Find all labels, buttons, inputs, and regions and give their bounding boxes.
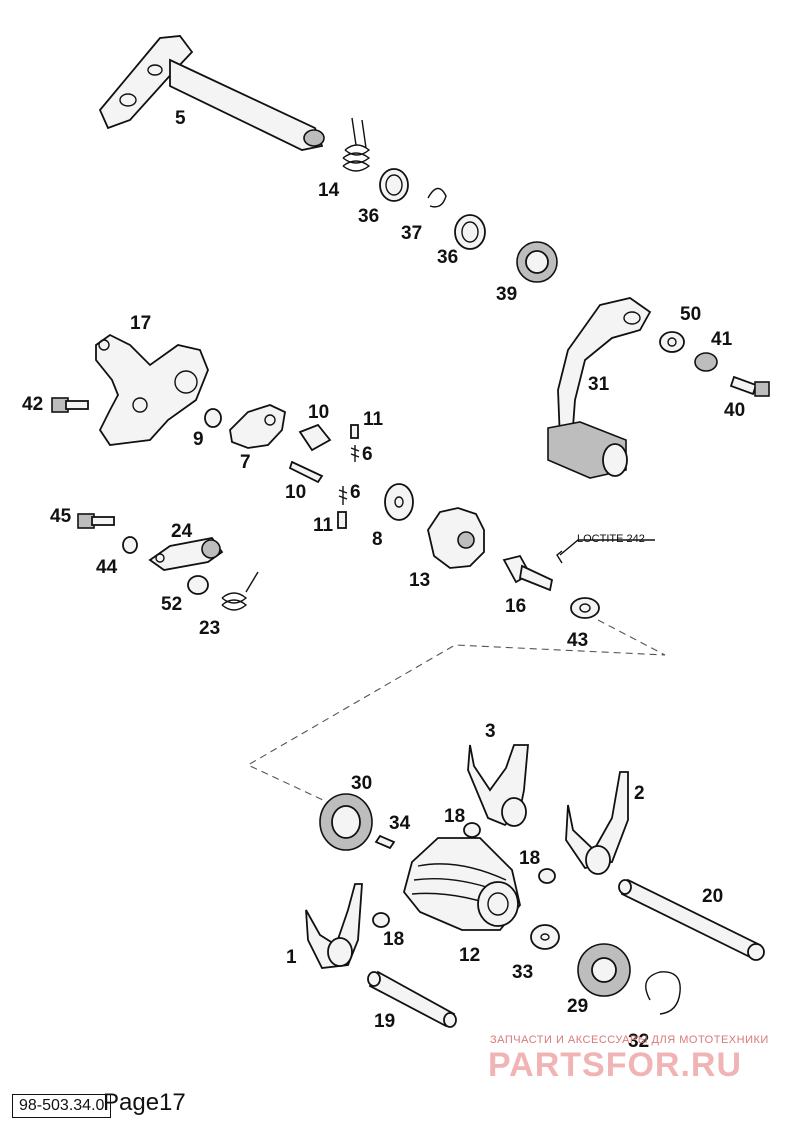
part-18-roller-a: [463, 822, 481, 838]
label-10-2: 10: [285, 482, 306, 503]
label-16: 16: [505, 596, 526, 617]
part-16-shoulder-bolt: [502, 550, 563, 592]
label-2: 2: [634, 783, 645, 804]
part-1-shift-fork: [305, 883, 363, 969]
part-10-pin-block: [298, 423, 332, 452]
label-36-2: 36: [437, 247, 458, 268]
part-24-locking-lever: [148, 537, 224, 571]
part-3-shift-fork: [467, 744, 529, 827]
part-44-washer: [122, 536, 138, 554]
label-45: 45: [50, 506, 72, 527]
part-12-shift-drum: [403, 837, 521, 931]
label-11: 11: [363, 409, 384, 430]
part-37-circlip: [427, 187, 447, 208]
part-14-spring: [342, 117, 371, 172]
label-1: 1: [286, 947, 297, 968]
loctite-leader-line: [559, 539, 655, 556]
part-34-pin: [374, 834, 396, 850]
part-23-spring: [221, 571, 259, 611]
part-40-bolt: [729, 375, 770, 397]
label-23: 23: [199, 618, 220, 639]
label-18: 18: [444, 806, 465, 827]
label-40: 40: [724, 400, 745, 421]
part-31-gear-lever: [547, 297, 652, 479]
label-19: 19: [374, 1011, 395, 1032]
label-13: 13: [409, 570, 430, 591]
label-34: 34: [389, 813, 411, 834]
label-29: 29: [567, 996, 588, 1017]
label-43: 43: [567, 630, 588, 651]
label-31: 31: [588, 374, 610, 395]
label-20: 20: [702, 886, 723, 907]
part-13-shift-star: [427, 507, 485, 569]
label-36: 36: [358, 206, 379, 227]
part-52-roller: [187, 575, 209, 595]
part-9-washer: [204, 408, 222, 428]
part-36-washer: [379, 168, 409, 202]
label-17: 17: [130, 313, 151, 334]
watermark-brand: PARTSFOR.RU: [488, 1046, 743, 1084]
part-2-shift-fork: [565, 771, 629, 875]
part-11-pin: [350, 424, 359, 439]
part-18-roller-c: [372, 912, 390, 928]
part-30-bearing: [319, 793, 373, 851]
part-20-fork-shaft: [618, 878, 765, 961]
part-8-washer: [384, 483, 414, 521]
label-32: 32: [628, 1031, 649, 1052]
label-33: 33: [512, 962, 533, 983]
part-19-fork-shaft: [367, 970, 457, 1028]
part-10-pin: [288, 460, 324, 484]
page-number: Page17: [103, 1089, 186, 1116]
label-9: 9: [193, 429, 204, 450]
label-11-2: 11: [313, 515, 334, 536]
part-17-bracket-plate: [95, 333, 209, 446]
part-7-shift-lever: [229, 404, 287, 449]
part-6-spring: [350, 445, 360, 462]
label-37: 37: [401, 223, 422, 244]
watermark-tagline: ЗАПЧАСТИ И АКСЕССУАРЫ ДЛЯ МОТОТЕХНИКИ: [490, 1034, 769, 1046]
part-45-bolt: [77, 513, 115, 529]
assembly-dashed-line: [246, 619, 666, 809]
label-6: 6: [362, 444, 373, 465]
label-18-3: 18: [383, 929, 404, 950]
part-33-washer: [530, 924, 560, 950]
label-39: 39: [496, 284, 517, 305]
loctite-annotation: LOCTITE 242: [577, 533, 645, 545]
label-5: 5: [175, 108, 186, 129]
label-7: 7: [240, 452, 251, 473]
part-50-washer: [659, 331, 685, 353]
label-50: 50: [680, 304, 701, 325]
label-41: 41: [711, 329, 733, 350]
label-42: 42: [22, 394, 43, 415]
part-11-pin-2: [337, 511, 347, 529]
label-3: 3: [485, 721, 496, 742]
label-44: 44: [96, 557, 118, 578]
part-41-lock-washer: [694, 352, 718, 372]
part-42-bolt: [51, 397, 89, 413]
part-39-seal: [516, 241, 558, 283]
label-12: 12: [459, 945, 480, 966]
label-14: 14: [318, 180, 340, 201]
part-36-washer-2: [454, 214, 486, 250]
label-8: 8: [372, 529, 383, 550]
label-52: 52: [161, 594, 182, 615]
label-10: 10: [308, 402, 329, 423]
part-6-spring-2: [338, 486, 348, 505]
part-5-shift-shaft: [98, 35, 325, 151]
document-number: 98-503.34.0: [12, 1094, 112, 1118]
label-30: 30: [351, 773, 372, 794]
label-18-2: 18: [519, 848, 540, 869]
label-24: 24: [171, 521, 193, 542]
part-29-bearing: [577, 943, 631, 997]
part-32-circlip: [645, 971, 681, 1015]
part-43-washer: [570, 597, 600, 619]
label-6-2: 6: [350, 482, 361, 503]
part-18-roller-b: [538, 868, 556, 884]
